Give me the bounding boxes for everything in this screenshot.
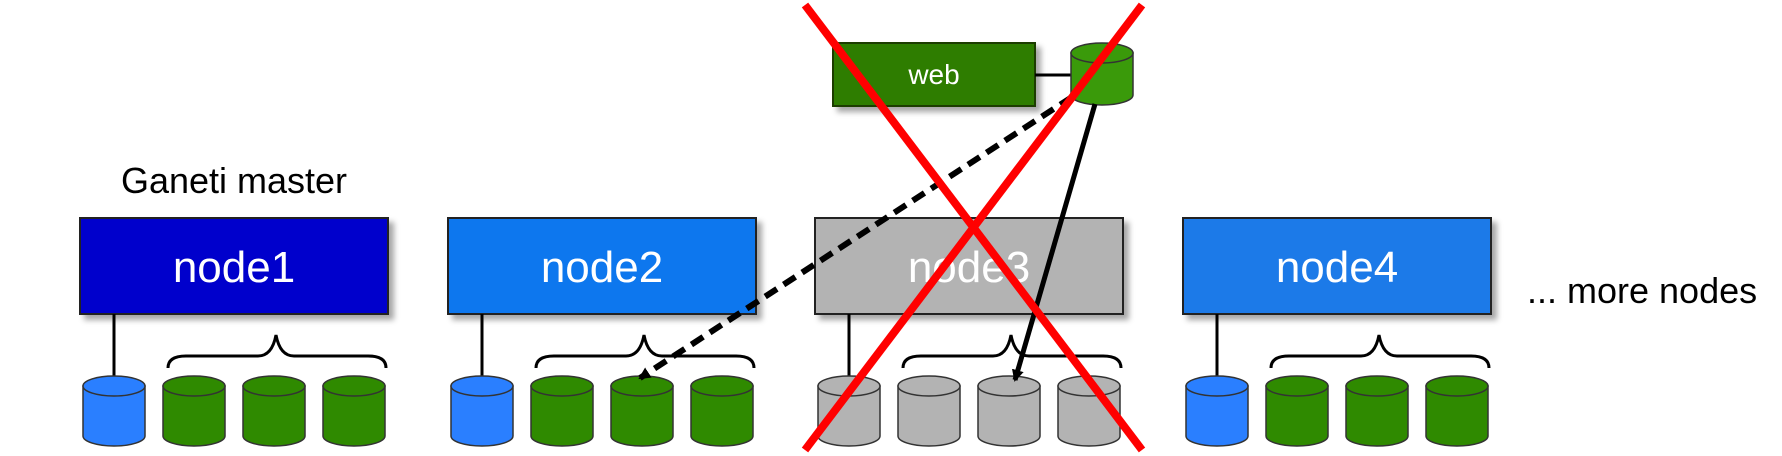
instance-disk-cylinder-icon-top: [1265, 375, 1329, 397]
instance-disk-cylinder-icon: [242, 375, 306, 447]
os-disk-cylinder-icon-top: [82, 375, 146, 397]
instance-disk-cylinder-icon: [1425, 375, 1489, 447]
instance-disk-cylinder-icon-body: [1425, 385, 1489, 447]
web-instance-box: [832, 42, 1036, 107]
node-group-4: node4: [1182, 217, 1492, 447]
node-group-3: node3: [814, 217, 1124, 447]
web-instance: web: [832, 42, 1075, 107]
os-disk-cylinder-icon: [1185, 375, 1249, 447]
os-disk-cylinder-icon-body: [817, 385, 881, 447]
node-box: [79, 217, 389, 315]
instance-disks-brace: [1269, 334, 1491, 369]
os-disk-cylinder-icon-top: [1185, 375, 1249, 397]
instance-disk-cylinder-icon-body: [1345, 385, 1409, 447]
instance-disk-cylinder-icon: [977, 375, 1041, 447]
failure-cross-icon: [801, 2, 1146, 453]
web-instance-label: web: [907, 59, 959, 90]
instance-disk-cylinder-icon: [610, 375, 674, 447]
web-disk-cylinder-icon: [1070, 42, 1134, 106]
os-disk-cylinder-icon-body: [450, 385, 514, 447]
instance-disk-cylinder-icon: [530, 375, 594, 447]
instance-disk-cylinder-icon-top: [242, 375, 306, 397]
instance-disk-cylinder-icon-top: [977, 375, 1041, 397]
node-box: [1182, 217, 1492, 315]
node-label: node1: [173, 243, 295, 292]
node-group-2: node2: [447, 217, 757, 447]
node-label: node2: [541, 243, 663, 292]
cross-stroke-2: [801, 2, 1146, 453]
instance-disk-cylinder-icon-top: [162, 375, 226, 397]
os-disk-cylinder-icon-body: [1185, 385, 1249, 447]
instance-disk-cylinder-icon: [1265, 375, 1329, 447]
instance-disk-cylinder-icon-top: [530, 375, 594, 397]
instance-disk-cylinder-icon: [690, 375, 754, 447]
instance-disk-cylinder-icon: [1345, 375, 1409, 447]
instance-disk-cylinder-icon-body: [322, 385, 386, 447]
instance-disk-cylinder-icon-top: [1425, 375, 1489, 397]
more-nodes-label: ... more nodes: [1527, 270, 1757, 311]
os-disk-cylinder-icon-top: [450, 375, 514, 397]
instance-disk-cylinder-icon-top: [322, 375, 386, 397]
instance-disk-cylinder-icon-body: [1265, 385, 1329, 447]
instance-disks-brace: [166, 334, 388, 369]
instance-disk-cylinder-icon-top: [690, 375, 754, 397]
instance-disk-cylinder-icon-body: [897, 385, 961, 447]
os-disk-cylinder-icon: [450, 375, 514, 447]
instance-disk-cylinder-icon: [322, 375, 386, 447]
nodes-layer: node1 node2 node3 node4: [79, 217, 1492, 447]
instance-disk-cylinder-icon-body: [977, 385, 1041, 447]
os-disk-cylinder-icon: [82, 375, 146, 447]
instance-disk-cylinder-icon-top: [1345, 375, 1409, 397]
instance-disk-cylinder-icon-body: [530, 385, 594, 447]
failover-arrow-to-node2: [638, 94, 1074, 381]
instance-disk-cylinder-icon-top: [897, 375, 961, 397]
instance-disk-cylinder-icon-body: [242, 385, 306, 447]
node-label: node4: [1276, 243, 1398, 292]
ganeti-master-label: Ganeti master: [121, 160, 347, 201]
instance-disk-cylinder-icon-body: [610, 385, 674, 447]
original-arrow-to-node3: [1012, 103, 1098, 382]
os-disk-cylinder-icon-body: [82, 385, 146, 447]
instance-disk-cylinder-icon: [162, 375, 226, 447]
web-disk: [1070, 42, 1134, 106]
instance-disk-cylinder-icon: [897, 375, 961, 447]
node-box: [447, 217, 757, 315]
instance-disks-brace: [901, 334, 1123, 369]
instance-disks-brace: [534, 334, 756, 369]
instance-disk-cylinder-icon-body: [690, 385, 754, 447]
node-group-1: node1: [79, 217, 389, 447]
instance-disk-cylinder-icon-body: [162, 385, 226, 447]
